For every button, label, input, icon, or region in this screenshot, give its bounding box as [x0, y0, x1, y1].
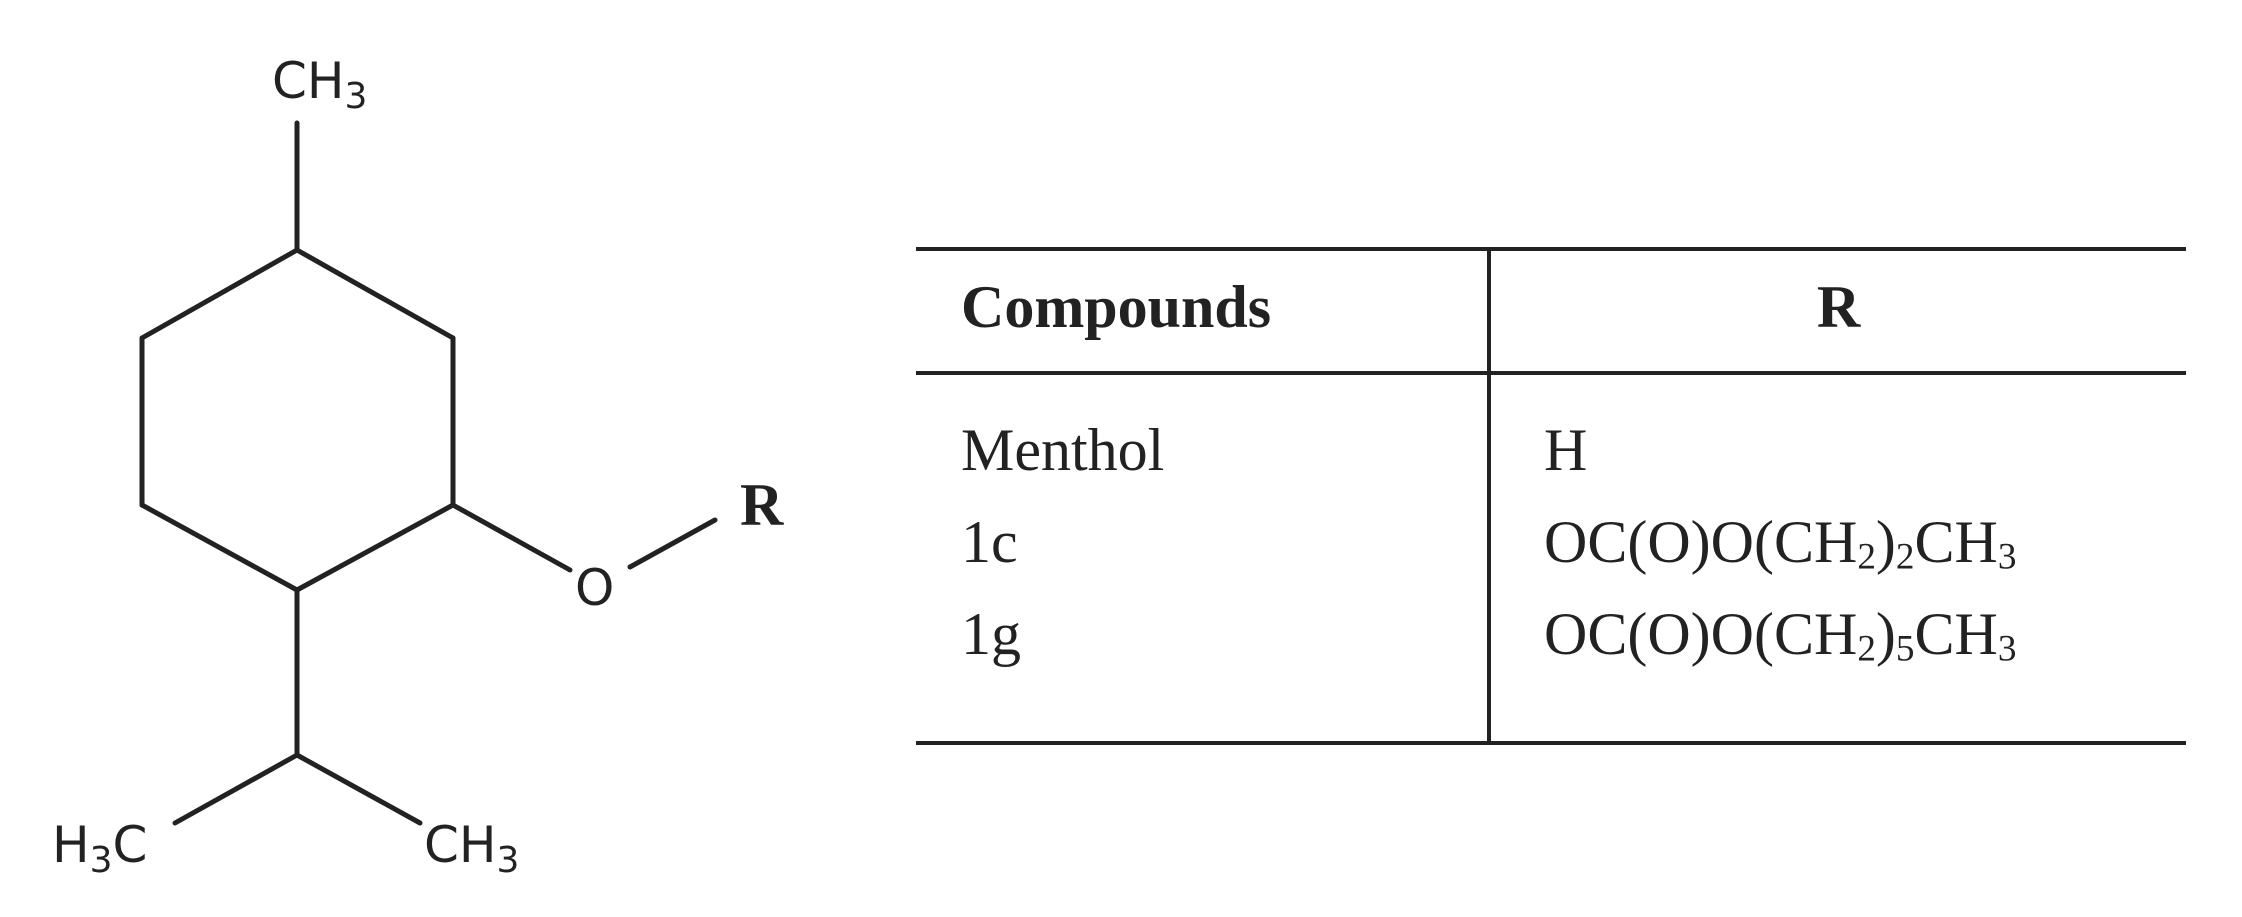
bond-ring-to-oxygen	[450, 502, 573, 573]
table-bottom-rule	[916, 741, 2186, 745]
menthol-structure-diagram: CH3 O R H3C CH3	[52, 52, 784, 881]
r-group-label: R	[740, 472, 784, 538]
bond-top-to-upper-right	[294, 247, 456, 341]
top-methyl-label: CH3	[272, 52, 367, 117]
table-row-r-1c: OC(O)O(CH2)2CH3	[1544, 509, 2017, 578]
bond-lower-right-to-bottom	[294, 502, 456, 593]
right-methyl-label: CH3	[424, 816, 519, 881]
header-compounds: Compounds	[961, 274, 1272, 340]
table-row-r-1g: OC(O)O(CH2)5CH3	[1544, 601, 2017, 670]
bond-upper-left-to-top	[139, 247, 300, 341]
oxygen-label: O	[575, 559, 614, 617]
bond-bottom-to-lower-left	[139, 502, 300, 593]
substituent-table: Compounds R Menthol H 1c OC(O)O(CH2)2CH3…	[916, 247, 2186, 745]
table-row-r-menthol: H	[1544, 417, 1588, 483]
table-top-rule	[916, 247, 2186, 251]
table-row-compound-menthol: Menthol	[961, 417, 1165, 483]
table-header-rule	[916, 371, 2186, 375]
left-methyl-label: H3C	[52, 816, 147, 881]
table-row-compound-1c: 1c	[961, 509, 1018, 575]
header-r: R	[1816, 274, 1861, 340]
table-column-divider	[1487, 247, 1491, 745]
bond-oxygen-to-r	[627, 517, 718, 570]
bond-isopropyl-left	[172, 752, 300, 826]
ring-bonds	[139, 247, 456, 593]
bond-isopropyl-right	[294, 752, 423, 826]
table-row-compound-1g: 1g	[961, 601, 1021, 667]
